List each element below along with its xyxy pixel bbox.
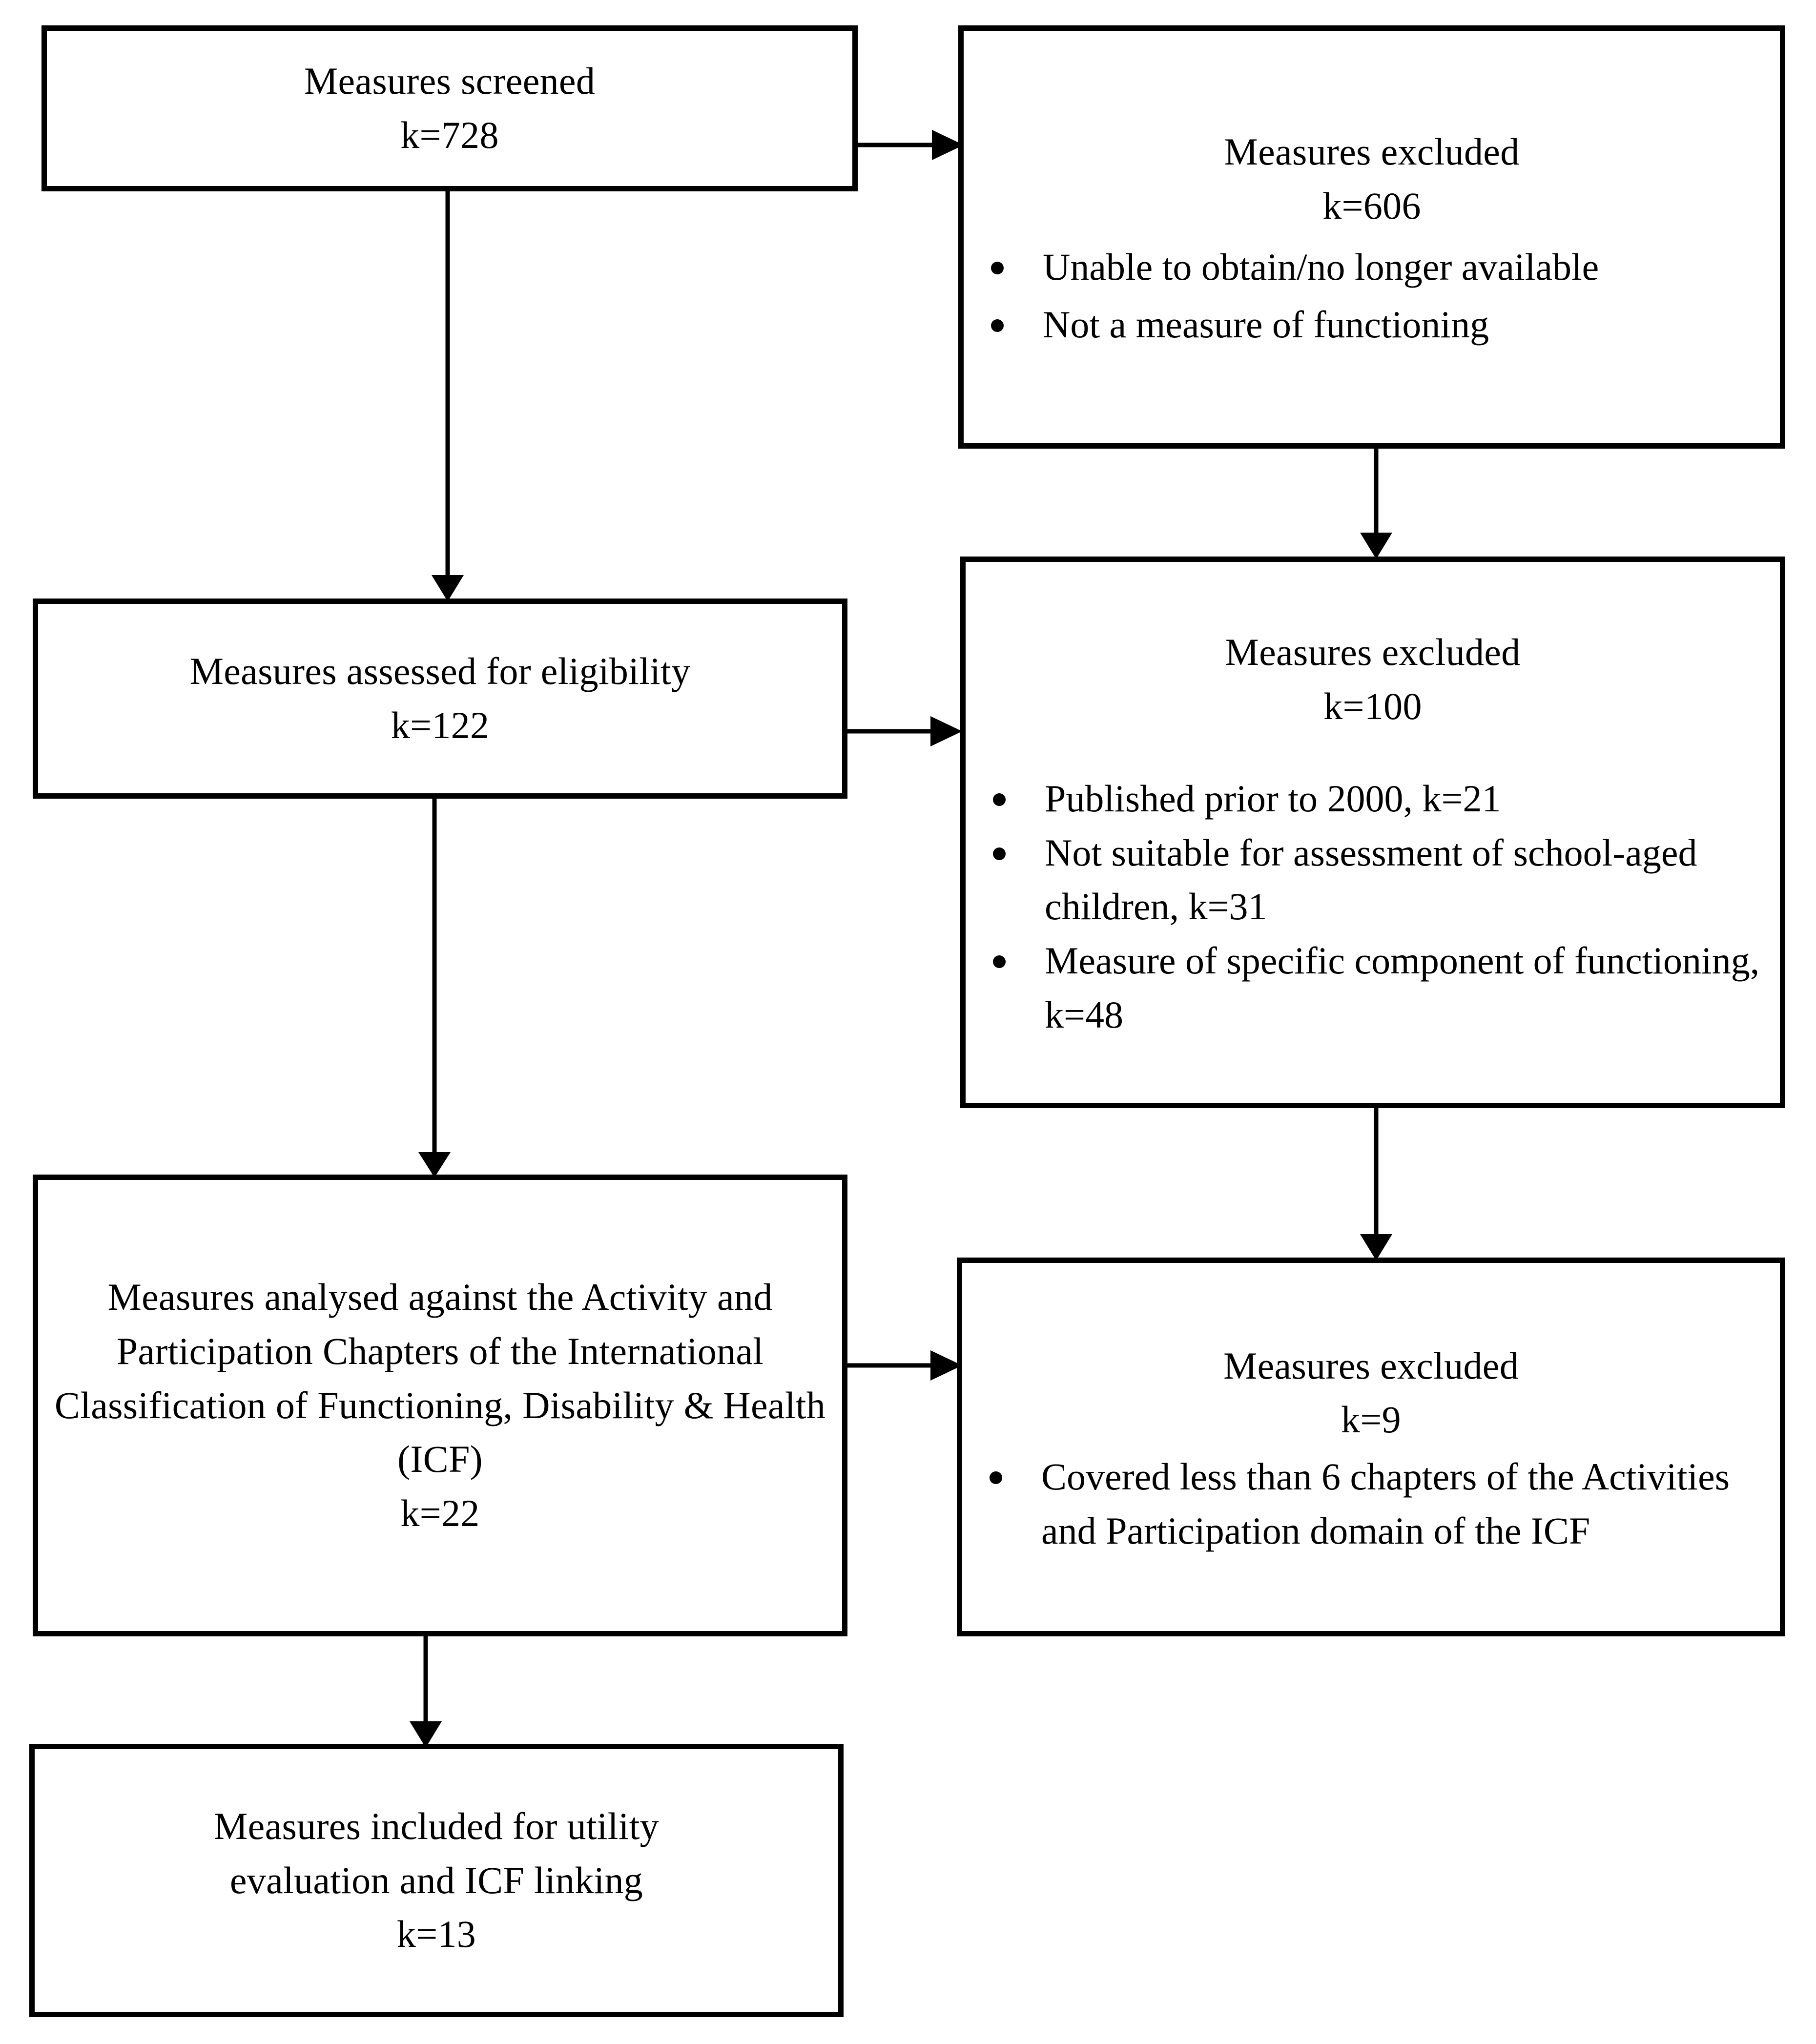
box-analysed: Measures analysed against the Activity a… <box>33 1175 847 1636</box>
connector-analysed-to-excluded3 <box>844 1345 965 1385</box>
bullet-dot-icon <box>993 793 1006 806</box>
box-screened: Measures screened k=728 <box>41 25 858 191</box>
bullet-dot-icon <box>990 1471 1002 1484</box>
list-item: Published prior to 2000, k=21 <box>966 772 1780 826</box>
box-excluded-3-bullet-list: Covered less than 6 chapters of the Acti… <box>962 1450 1780 1558</box>
bullet-dot-icon <box>993 955 1006 969</box>
list-item-text: Unable to obtain/no longer available <box>1043 245 1599 288</box>
bullet-dot-icon <box>993 847 1006 860</box>
box-excluded-2-bullet-list: Published prior to 2000, k=21 Not suitab… <box>966 772 1780 1042</box>
connector-excluded1-to-excluded2 <box>1354 447 1398 560</box>
box-excluded-1-heading: Measures excluded <box>1224 130 1520 173</box>
bullet-dot-icon <box>991 261 1004 274</box>
box-excluded-2-heading: Measures excluded <box>1225 631 1521 674</box>
box-excluded-1-count: k=606 <box>1322 184 1421 227</box>
box-eligibility-body: Measures assessed for eligibility k=122 <box>38 644 842 753</box>
list-item-text: Measure of specific component of functio… <box>1045 939 1760 1036</box>
connector-eligibility-to-analysed <box>413 796 456 1178</box>
list-item: Unable to obtain/no longer available <box>964 240 1780 294</box>
box-excluded-1-bullet-list: Unable to obtain/no longer available Not… <box>964 240 1780 352</box>
list-item: Measure of specific component of functio… <box>966 934 1780 1042</box>
list-item-text: Not suitable for assessment of school-ag… <box>1045 831 1697 928</box>
box-eligibility: Measures assessed for eligibility k=122 <box>33 599 847 799</box>
box-excluded-3-count: k=9 <box>1341 1398 1401 1441</box>
box-excluded-1-body: Measures excluded k=606 Unable to obtain… <box>964 122 1780 352</box>
box-excluded-1: Measures excluded k=606 Unable to obtain… <box>958 25 1785 449</box>
connector-screened-to-eligibility <box>426 189 470 602</box>
list-item-text: Not a measure of functioning <box>1043 303 1489 346</box>
box-included-heading: Measures included for utility evaluation… <box>214 1804 659 1901</box>
box-included-body: Measures included for utility evaluation… <box>35 1799 838 1961</box>
list-item: Covered less than 6 chapters of the Acti… <box>962 1450 1780 1558</box>
box-screened-count: k=728 <box>400 114 499 156</box>
box-analysed-count: k=22 <box>400 1492 480 1535</box>
box-eligibility-count: k=122 <box>391 704 490 746</box>
box-excluded-3: Measures excluded k=9 Covered less than … <box>957 1258 1785 1636</box>
list-item: Not a measure of functioning <box>964 298 1780 352</box>
connector-analysed-to-included <box>404 1633 448 1749</box>
box-excluded-2: Measures excluded k=100 Published prior … <box>960 557 1785 1108</box>
bullet-dot-icon <box>991 319 1004 332</box>
connector-excluded2-to-excluded3 <box>1354 1106 1398 1261</box>
connector-eligibility-to-excluded2 <box>844 711 965 751</box>
list-item-text: Covered less than 6 chapters of the Acti… <box>1041 1455 1730 1552</box>
box-screened-heading: Measures screened <box>304 60 596 103</box>
box-included: Measures included for utility evaluation… <box>29 1744 844 2017</box>
box-eligibility-heading: Measures assessed for eligibility <box>189 650 691 693</box>
box-analysed-body: Measures analysed against the Activity a… <box>38 1270 842 1541</box>
box-excluded-2-count: k=100 <box>1323 685 1422 728</box>
list-item: Not suitable for assessment of school-ag… <box>966 826 1780 934</box>
box-included-count: k=13 <box>396 1913 476 1956</box>
list-item-text: Published prior to 2000, k=21 <box>1045 777 1501 820</box>
box-screened-body: Measures screened k=728 <box>47 54 852 163</box>
spacer <box>966 734 1780 772</box>
box-excluded-3-heading: Measures excluded <box>1223 1344 1519 1387</box>
connector-screened-to-excluded1 <box>854 125 966 165</box>
box-excluded-2-body: Measures excluded k=100 Published prior … <box>966 622 1780 1042</box>
box-analysed-heading: Measures analysed against the Activity a… <box>54 1276 826 1481</box>
box-excluded-3-body: Measures excluded k=9 Covered less than … <box>962 1336 1780 1558</box>
